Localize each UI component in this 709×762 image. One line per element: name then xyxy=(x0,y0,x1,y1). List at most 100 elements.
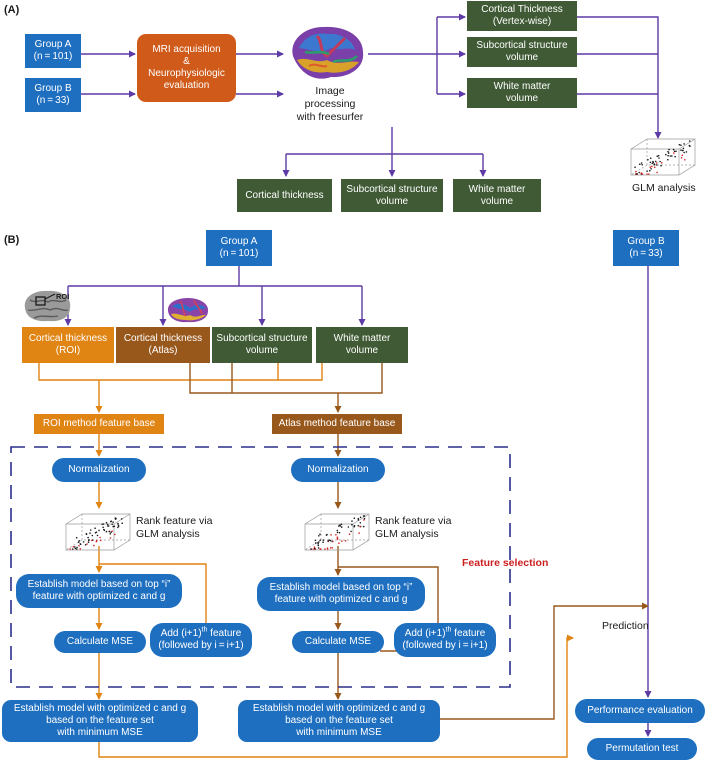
plot-dot xyxy=(673,152,675,154)
plot-dot xyxy=(667,150,669,153)
normalization-atlas-text: Normalization xyxy=(307,464,369,475)
plot-dot xyxy=(358,532,360,534)
plot-dot xyxy=(680,144,682,146)
establish-model-atlas-pill: Establish model based on top “i”feature … xyxy=(257,577,425,611)
plot-dot xyxy=(682,149,684,152)
plot-dot xyxy=(641,173,644,175)
plot-dot xyxy=(326,548,329,550)
cortical-thickness-vertex-box: Cortical Thickness(Vertex-wise) xyxy=(467,1,577,31)
white-matter-line-1: White matter xyxy=(493,81,551,92)
plot-dot xyxy=(675,150,677,153)
plot-dot xyxy=(111,523,113,526)
mri-line-1: MRI acquisition xyxy=(152,44,221,55)
normalization-roi-pill: Normalization xyxy=(52,458,146,482)
plot-dot xyxy=(115,517,117,520)
plot-dot xyxy=(661,162,663,164)
plot-dot xyxy=(656,162,658,164)
plot-dot xyxy=(102,526,104,529)
plot-dot xyxy=(317,543,319,545)
plot-dot xyxy=(94,527,96,529)
plot-dot xyxy=(683,151,685,154)
plot-dot xyxy=(348,533,351,535)
rank-roi-line-1: Rank feature via xyxy=(136,515,213,527)
plot-dot xyxy=(646,173,648,175)
subcortical-b-line-2: volume xyxy=(245,345,279,356)
plot-dot xyxy=(106,523,109,526)
plot-dot xyxy=(121,522,123,524)
add-roi-line-2: (followed by i = i+1) xyxy=(158,640,244,651)
plot-dot xyxy=(659,160,661,163)
plot-dot xyxy=(117,522,119,525)
plot-dot xyxy=(113,525,116,528)
plot-dot xyxy=(314,539,317,542)
group-b-count: (n = 33) xyxy=(36,95,70,106)
plot-dot xyxy=(338,542,340,544)
calculate-mse-atlas-pill: Calculate MSE xyxy=(292,631,384,653)
normalization-atlas-pill: Normalization xyxy=(291,458,385,482)
roi-feature-base-text: ROI method feature base xyxy=(42,418,156,429)
plot-dot xyxy=(88,539,90,542)
plot-dot xyxy=(331,547,333,549)
plot-dot xyxy=(649,166,652,168)
group-a-b-count: (n = 101) xyxy=(219,248,259,259)
plot-dot xyxy=(105,530,108,533)
plot-dot xyxy=(320,548,322,550)
plot-dot xyxy=(657,154,660,157)
plot-dot xyxy=(310,548,312,550)
plot-dot xyxy=(105,521,108,524)
plot-dot xyxy=(89,529,92,531)
plot-dot xyxy=(653,163,655,165)
plot-dot xyxy=(363,517,366,520)
output-cortical-thickness-box: Cortical thickness xyxy=(237,179,332,212)
image-processing-line-1: Image processing xyxy=(304,85,356,110)
plot-dot xyxy=(685,151,688,153)
plot-dot xyxy=(91,534,94,537)
plot-dot xyxy=(86,543,88,545)
mri-line-4: evaluation xyxy=(163,80,210,91)
plot-dot xyxy=(353,525,356,527)
plot-dot xyxy=(639,163,641,165)
group-b-box: Group B(n = 33) xyxy=(25,78,81,112)
plot-dot xyxy=(336,531,339,534)
plot-dot xyxy=(359,516,362,519)
group-a-name: Group A xyxy=(34,39,72,50)
plot-dot xyxy=(680,149,682,151)
plot-dot xyxy=(117,525,120,527)
plot-dot xyxy=(340,523,343,525)
plot-dot xyxy=(357,524,360,527)
output-white-line-2: volume xyxy=(480,195,514,207)
final-roi-line-2: based on the feature set xyxy=(46,715,154,726)
plot-dot xyxy=(359,522,362,524)
plot-dot xyxy=(98,529,100,532)
plot-dot xyxy=(667,152,670,154)
plot-dot xyxy=(324,548,326,550)
plot-dot xyxy=(363,519,365,521)
atlas-brain-image xyxy=(167,298,209,323)
image-processing-line-2: with freesurfer xyxy=(296,111,364,123)
plot-dot xyxy=(646,170,648,172)
plot-dot xyxy=(101,523,103,525)
establish-roi-line-1: Establish model based on top “i” xyxy=(27,579,171,590)
add-atlas-post: feature xyxy=(451,628,486,639)
plot-dot xyxy=(93,544,95,547)
plot-dot xyxy=(103,528,105,531)
glm-scatter-plot xyxy=(630,138,696,176)
plot-dot xyxy=(654,160,657,163)
performance-evaluation-text: Performance evaluation xyxy=(587,705,693,716)
output-subcortical-line-1: Subcortical structure xyxy=(346,183,438,195)
output-cortical-text: Cortical thickness xyxy=(245,189,324,201)
plot-dot xyxy=(325,534,328,536)
plot-dot xyxy=(319,533,321,535)
plot-dot xyxy=(683,143,685,145)
plot-dot xyxy=(317,544,320,547)
plot-dot xyxy=(656,164,658,166)
plot-dot xyxy=(120,518,123,520)
subcortical-line-2: volume xyxy=(505,52,539,63)
plot-dot xyxy=(681,154,684,157)
plot-dot xyxy=(109,537,112,539)
